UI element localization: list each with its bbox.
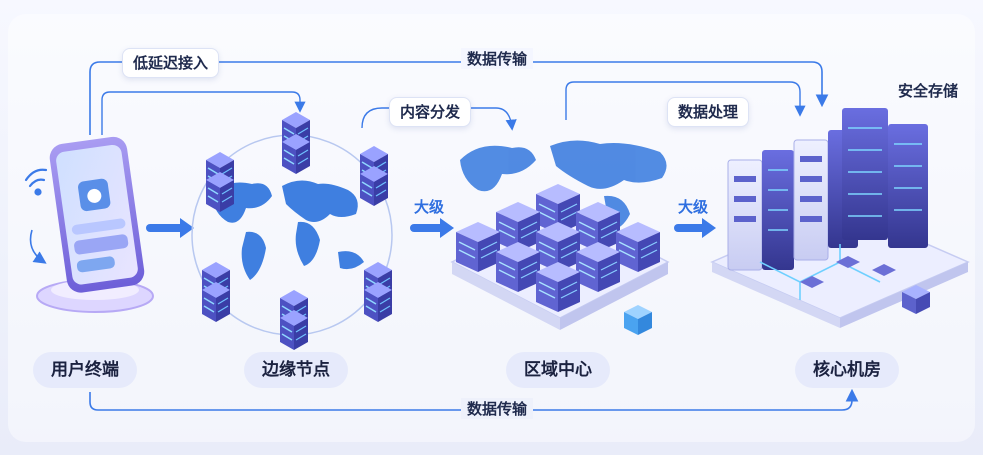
- low-latency-label: 低延迟接入: [122, 48, 220, 78]
- wifi-icon: [24, 168, 48, 196]
- stage-label-user: 用户终端: [33, 352, 137, 388]
- secure-storage-label: 安全存储: [898, 82, 959, 100]
- data-processing-label: 数据处理: [667, 97, 750, 127]
- low-latency-flow: [101, 91, 306, 135]
- server-rack-icon: [727, 108, 928, 271]
- data-transfer-bottom-label: 数据传输: [461, 398, 534, 419]
- arrow-label-1: 大级: [414, 198, 445, 216]
- cube-icon: [624, 305, 652, 335]
- user-terminal-illustration: [24, 136, 154, 313]
- data-transfer-top-flow: [89, 61, 829, 135]
- regional-center-illustration: [450, 140, 670, 335]
- network-lines: [759, 244, 881, 300]
- stage-label-edge: 边缘节点: [244, 352, 348, 388]
- content-distribution-label: 内容分发: [389, 97, 472, 127]
- core-datacenter-illustration: [710, 108, 970, 328]
- apple-logo-icon: [87, 188, 102, 203]
- core-cube-icon: [902, 285, 930, 314]
- stage-label-core: 核心机房: [795, 352, 899, 388]
- edge-nodes-illustration: [191, 111, 393, 351]
- data-processing-flow: [565, 81, 806, 120]
- data-transfer-top-label: 数据传输: [461, 48, 534, 69]
- arrow-label-2: 大级: [678, 198, 709, 216]
- stage-label-region: 区域中心: [506, 352, 610, 388]
